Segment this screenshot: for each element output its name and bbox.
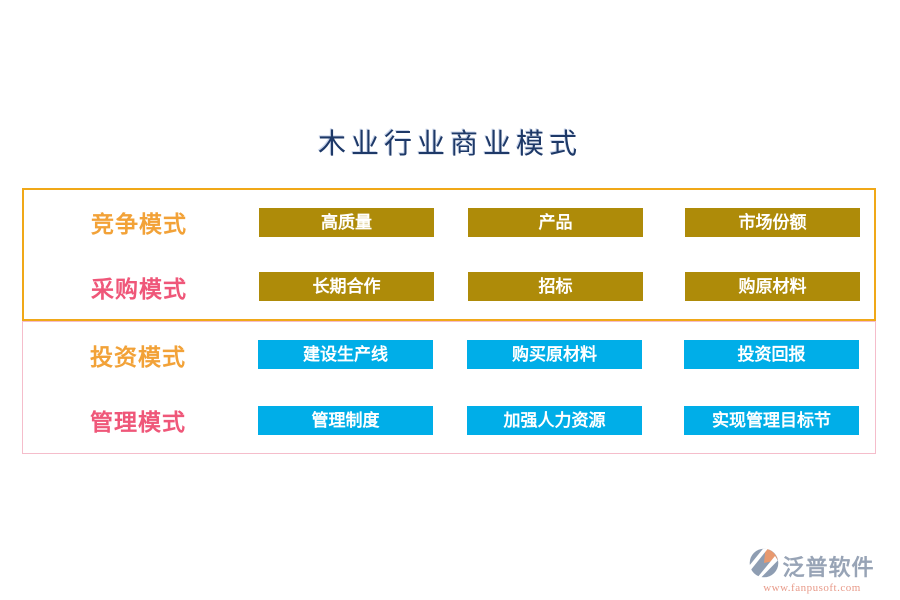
management-mode-label: 管理模式 [90, 410, 186, 436]
vendor-url: www.fanpusoft.com [763, 582, 861, 594]
vendor-logo-row: 泛普软件 [734, 547, 890, 584]
page-title: 木业行业商业模式 [317, 129, 582, 160]
mode-button[interactable]: 长期合作 [259, 272, 434, 302]
mode-button[interactable]: 建设生产线 [258, 340, 433, 370]
row-investment-mode: 投资模式 建设生产线 购买原材料 投资回报 [23, 338, 875, 372]
procurement-mode-label: 采购模式 [91, 276, 187, 302]
mode-button[interactable]: 实现管理目标节 [684, 405, 859, 435]
mode-button[interactable]: 加强人力资源 [467, 405, 642, 435]
vendor-logo-link[interactable]: 泛普软件 www.fanpusoft.com [734, 547, 890, 594]
mode-button[interactable]: 招标 [468, 272, 643, 302]
mode-button[interactable]: 购原材料 [685, 272, 860, 302]
mode-button[interactable]: 购买原材料 [467, 340, 642, 370]
mode-button[interactable]: 管理制度 [258, 405, 433, 435]
mode-button[interactable]: 投资回报 [684, 340, 859, 370]
mode-button[interactable]: 产品 [468, 207, 643, 237]
section-competition-procurement: 竞争模式 高质量 产品 市场份额 采购模式 长期合作 招标 购原材料 [22, 188, 876, 321]
fanpu-swirl-icon [749, 547, 779, 584]
investment-mode-label: 投资模式 [90, 344, 186, 370]
section-investment-management: 投资模式 建设生产线 购买原材料 投资回报 管理模式 管理制度 加强人力资源 实… [22, 321, 876, 454]
row-procurement-mode: 采购模式 长期合作 招标 购原材料 [24, 270, 874, 304]
competition-mode-label: 竞争模式 [91, 212, 187, 238]
mode-button[interactable]: 市场份额 [685, 207, 860, 237]
row-competition-mode: 竞争模式 高质量 产品 市场份额 [24, 205, 874, 239]
mode-button[interactable]: 高质量 [259, 207, 434, 237]
vendor-name: 泛普软件 [782, 554, 875, 580]
row-management-mode: 管理模式 管理制度 加强人力资源 实现管理目标节 [23, 403, 875, 437]
